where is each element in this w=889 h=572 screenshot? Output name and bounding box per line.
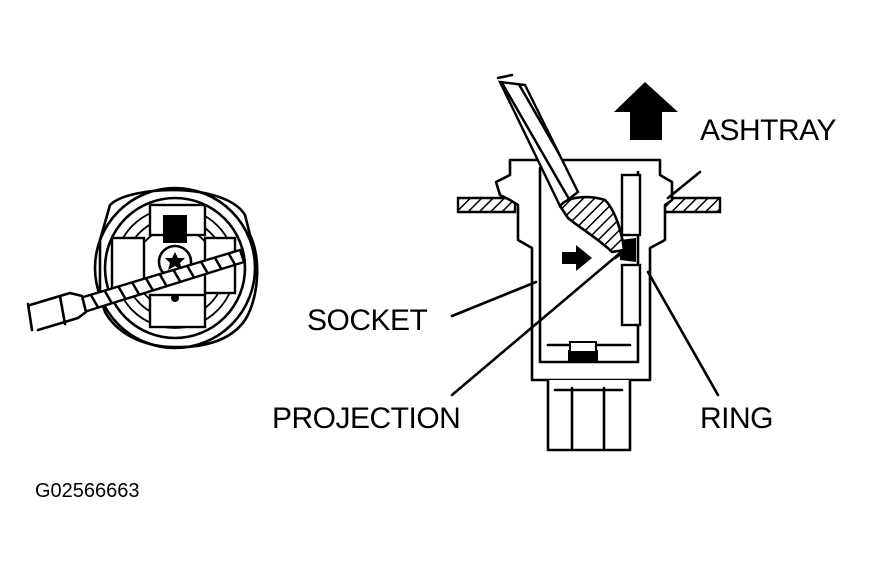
right-arrow-icon [562, 245, 592, 271]
screwdriver-left [26, 248, 246, 332]
leader-lines [450, 170, 720, 397]
label-ring: RING [700, 402, 773, 435]
screwdriver-right [496, 73, 626, 254]
connector [546, 378, 632, 452]
socket-body [494, 158, 674, 382]
label-socket: SOCKET [307, 304, 428, 337]
up-arrow-icon [614, 82, 678, 140]
label-ashtray: ASHTRAY [700, 114, 836, 147]
label-projection: PROJECTION [272, 402, 460, 435]
figure-code: G02566663 [35, 480, 140, 502]
